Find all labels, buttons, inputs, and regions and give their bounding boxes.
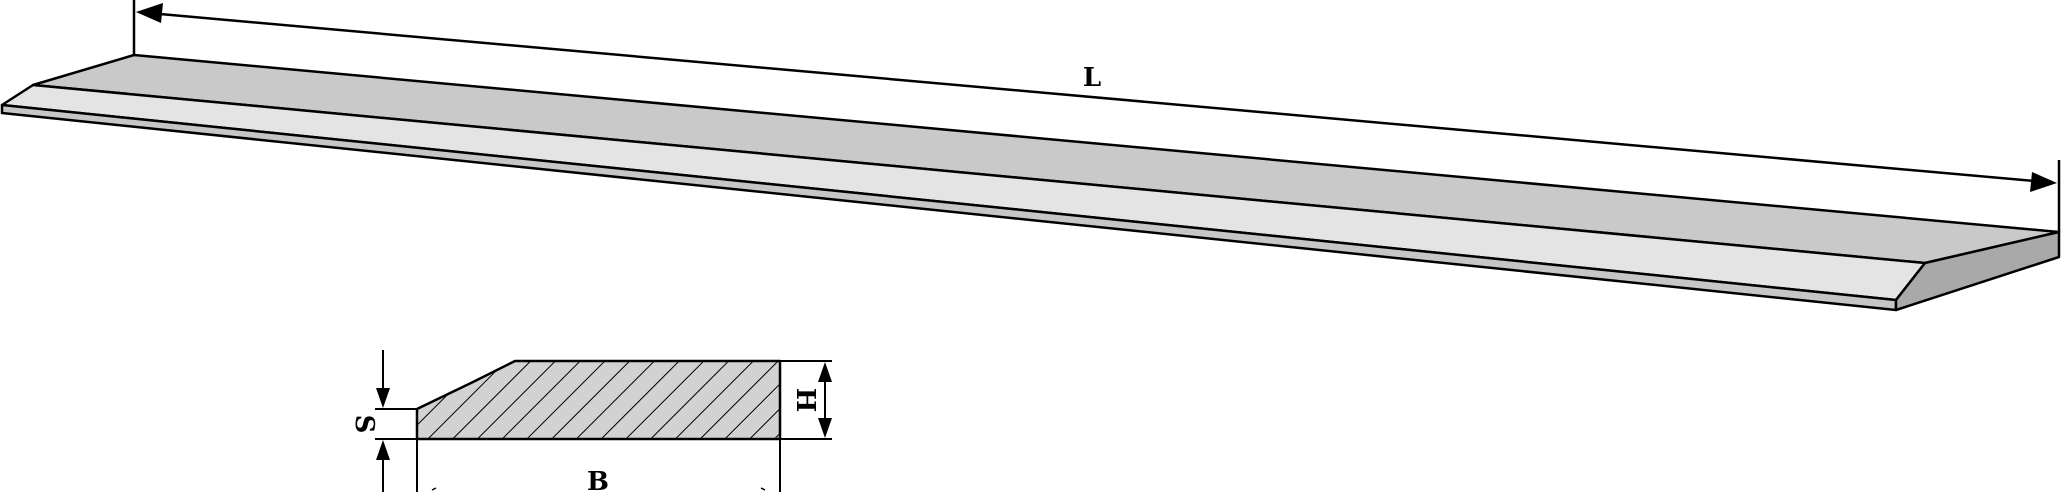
b-arrow-tip-left: [431, 487, 437, 491]
blade-end-face: [1894, 230, 2061, 312]
b-label: B: [587, 467, 609, 492]
blade-top-surface: [31, 53, 2061, 265]
section-hatching: [417, 361, 780, 439]
h-arrow-down-icon: [818, 418, 832, 438]
arrow-left-icon: [136, 3, 163, 23]
arrow-right-icon: [2030, 172, 2057, 192]
s-arrow-down-icon: [376, 388, 390, 408]
cross-section-view: S H B: [349, 350, 832, 492]
b-arrow-tip-right: [760, 487, 766, 491]
length-dimension-line: [159, 12, 2035, 183]
s-label: S: [349, 415, 379, 434]
length-dimension: L: [132, 0, 2061, 232]
s-arrow-up-icon: [376, 440, 390, 460]
h-arrow-up-icon: [818, 362, 832, 382]
length-label: L: [1083, 63, 1101, 93]
h-label: H: [790, 388, 820, 413]
blade-3d-view: [0, 53, 2061, 312]
